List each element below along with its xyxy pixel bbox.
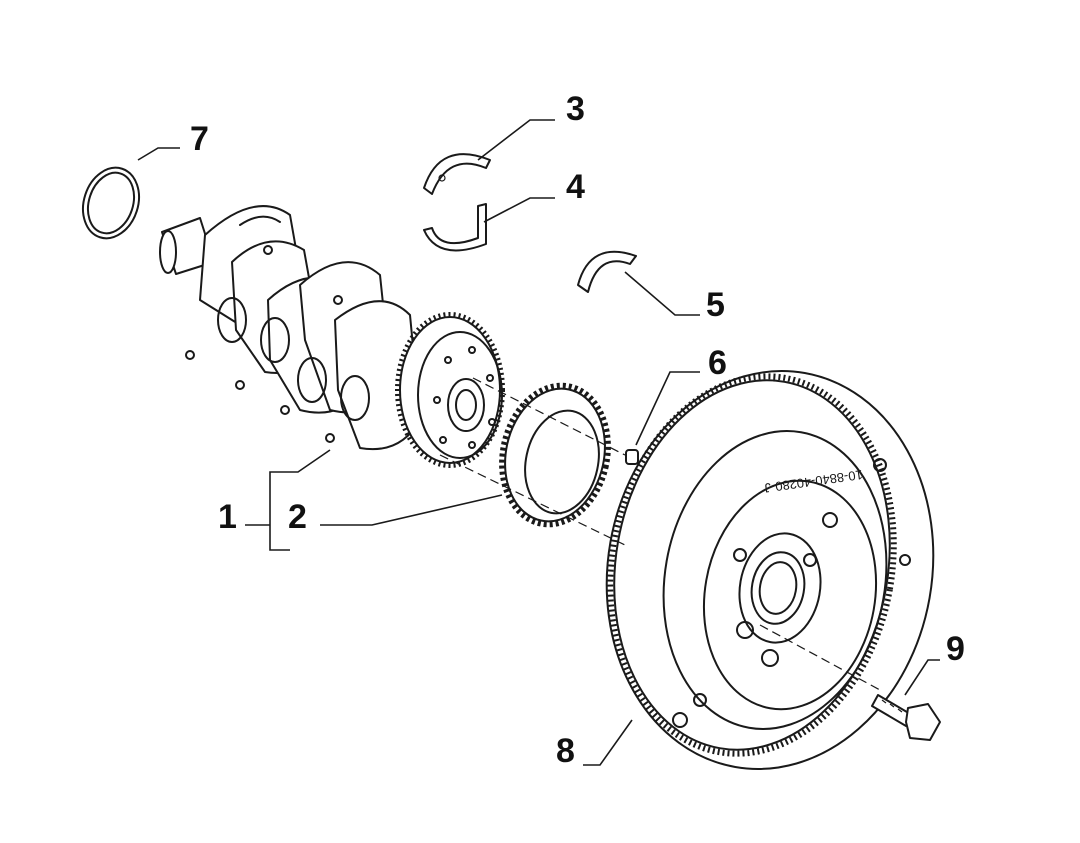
callout-9: 9 — [946, 630, 965, 668]
callout-1: 1 — [218, 498, 237, 536]
callout-labels: 7 3 4 5 6 1 2 8 9 — [190, 90, 965, 770]
dowel-pin-part-6 — [625, 449, 639, 465]
leader-lines — [137, 119, 940, 766]
callout-7: 7 — [190, 120, 209, 158]
timing-gear-part-2 — [499, 382, 611, 528]
callout-8: 8 — [556, 732, 575, 770]
bolt-part-9 — [871, 694, 941, 741]
callout-2: 2 — [288, 498, 307, 536]
main-bearing-upper-part-3 — [423, 153, 491, 195]
callout-5: 5 — [706, 286, 725, 324]
thrust-washer-part-5 — [577, 250, 637, 293]
callout-4: 4 — [566, 168, 585, 206]
flywheel-part-8: 10-8840-40280-J — [605, 370, 935, 770]
assembly-centerlines — [439, 377, 881, 691]
callout-6: 6 — [708, 344, 727, 382]
crankshaft-part-1 — [159, 205, 505, 468]
seal-ring-part-7 — [82, 166, 140, 240]
main-bearing-lower-part-4 — [423, 203, 487, 252]
callout-3: 3 — [566, 90, 585, 128]
